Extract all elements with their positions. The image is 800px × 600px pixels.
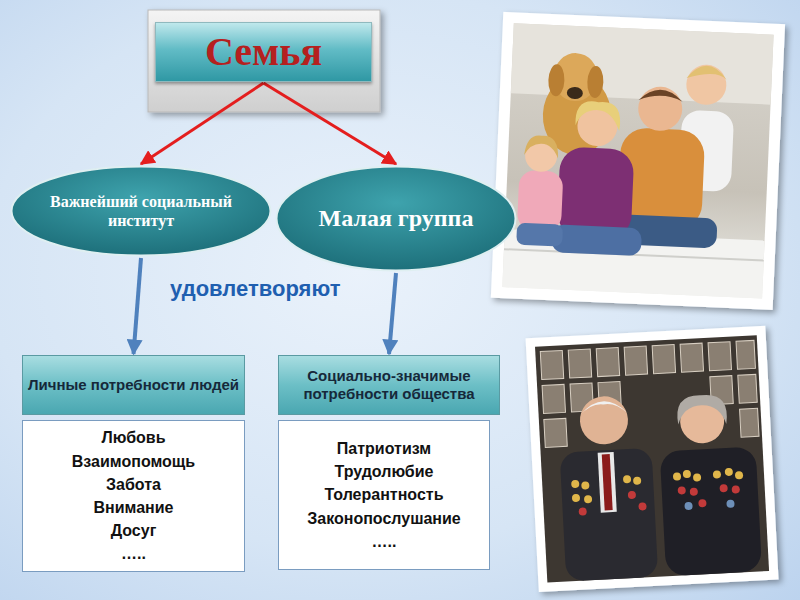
title-frame [148,10,380,112]
text-group: Важнейший социальный институт [49,192,232,230]
arrow-connector [141,83,264,164]
node-text: Досуг [111,519,157,542]
node-text: Трудолюбие [334,460,433,483]
ellipse-node: Важнейший социальный институт [10,165,272,257]
relation-label: удовлетворяют [170,276,340,302]
node-text: Толерантность [325,483,444,506]
node-text: Внимание [94,496,174,519]
node-text: ….. [372,530,397,553]
text-group: Семья [205,30,322,74]
veterans-photo [526,326,779,592]
node-text: Любовь [101,426,165,449]
node-text: Малая группа [319,205,474,233]
text-group: Социально-значимые потребности общества [279,367,499,403]
list-box: ПатриотизмТрудолюбиеТолерантностьЗаконоп… [278,420,490,570]
text-group: ПатриотизмТрудолюбиеТолерантностьЗаконоп… [307,437,461,553]
node-text: Взаимопомощь [72,450,195,473]
node-text: Социально-значимые потребности общества [279,367,499,403]
text-group: Малая группа [319,205,474,233]
arrow-connector [264,83,397,164]
header-box: Социально-значимые потребности общества [278,355,500,415]
ellipse-outline [12,167,271,256]
node-text: Патриотизм [337,437,431,460]
node-text: ….. [121,542,146,565]
node-text: Законопослушание [307,507,461,530]
title-box: Семья [155,22,372,82]
arrow-connector [134,258,142,354]
node-text: Забота [106,473,161,496]
node-text: Семья [205,30,322,74]
list-box: ЛюбовьВзаимопомощьЗаботаВниманиеДосуг….. [22,420,245,572]
text-group: ЛюбовьВзаимопомощьЗаботаВниманиеДосуг….. [72,426,195,565]
text-group: Личные потребности людей [28,376,239,394]
ellipse-shape [10,165,272,257]
family-photo [491,12,785,310]
ellipse-outline [277,167,516,271]
node-text: Личные потребности людей [28,376,239,394]
ellipse-node: Малая группа [275,165,517,272]
header-box: Личные потребности людей [22,355,245,415]
node-text: Важнейший социальный институт [49,192,232,230]
arrow-connector [389,273,396,354]
